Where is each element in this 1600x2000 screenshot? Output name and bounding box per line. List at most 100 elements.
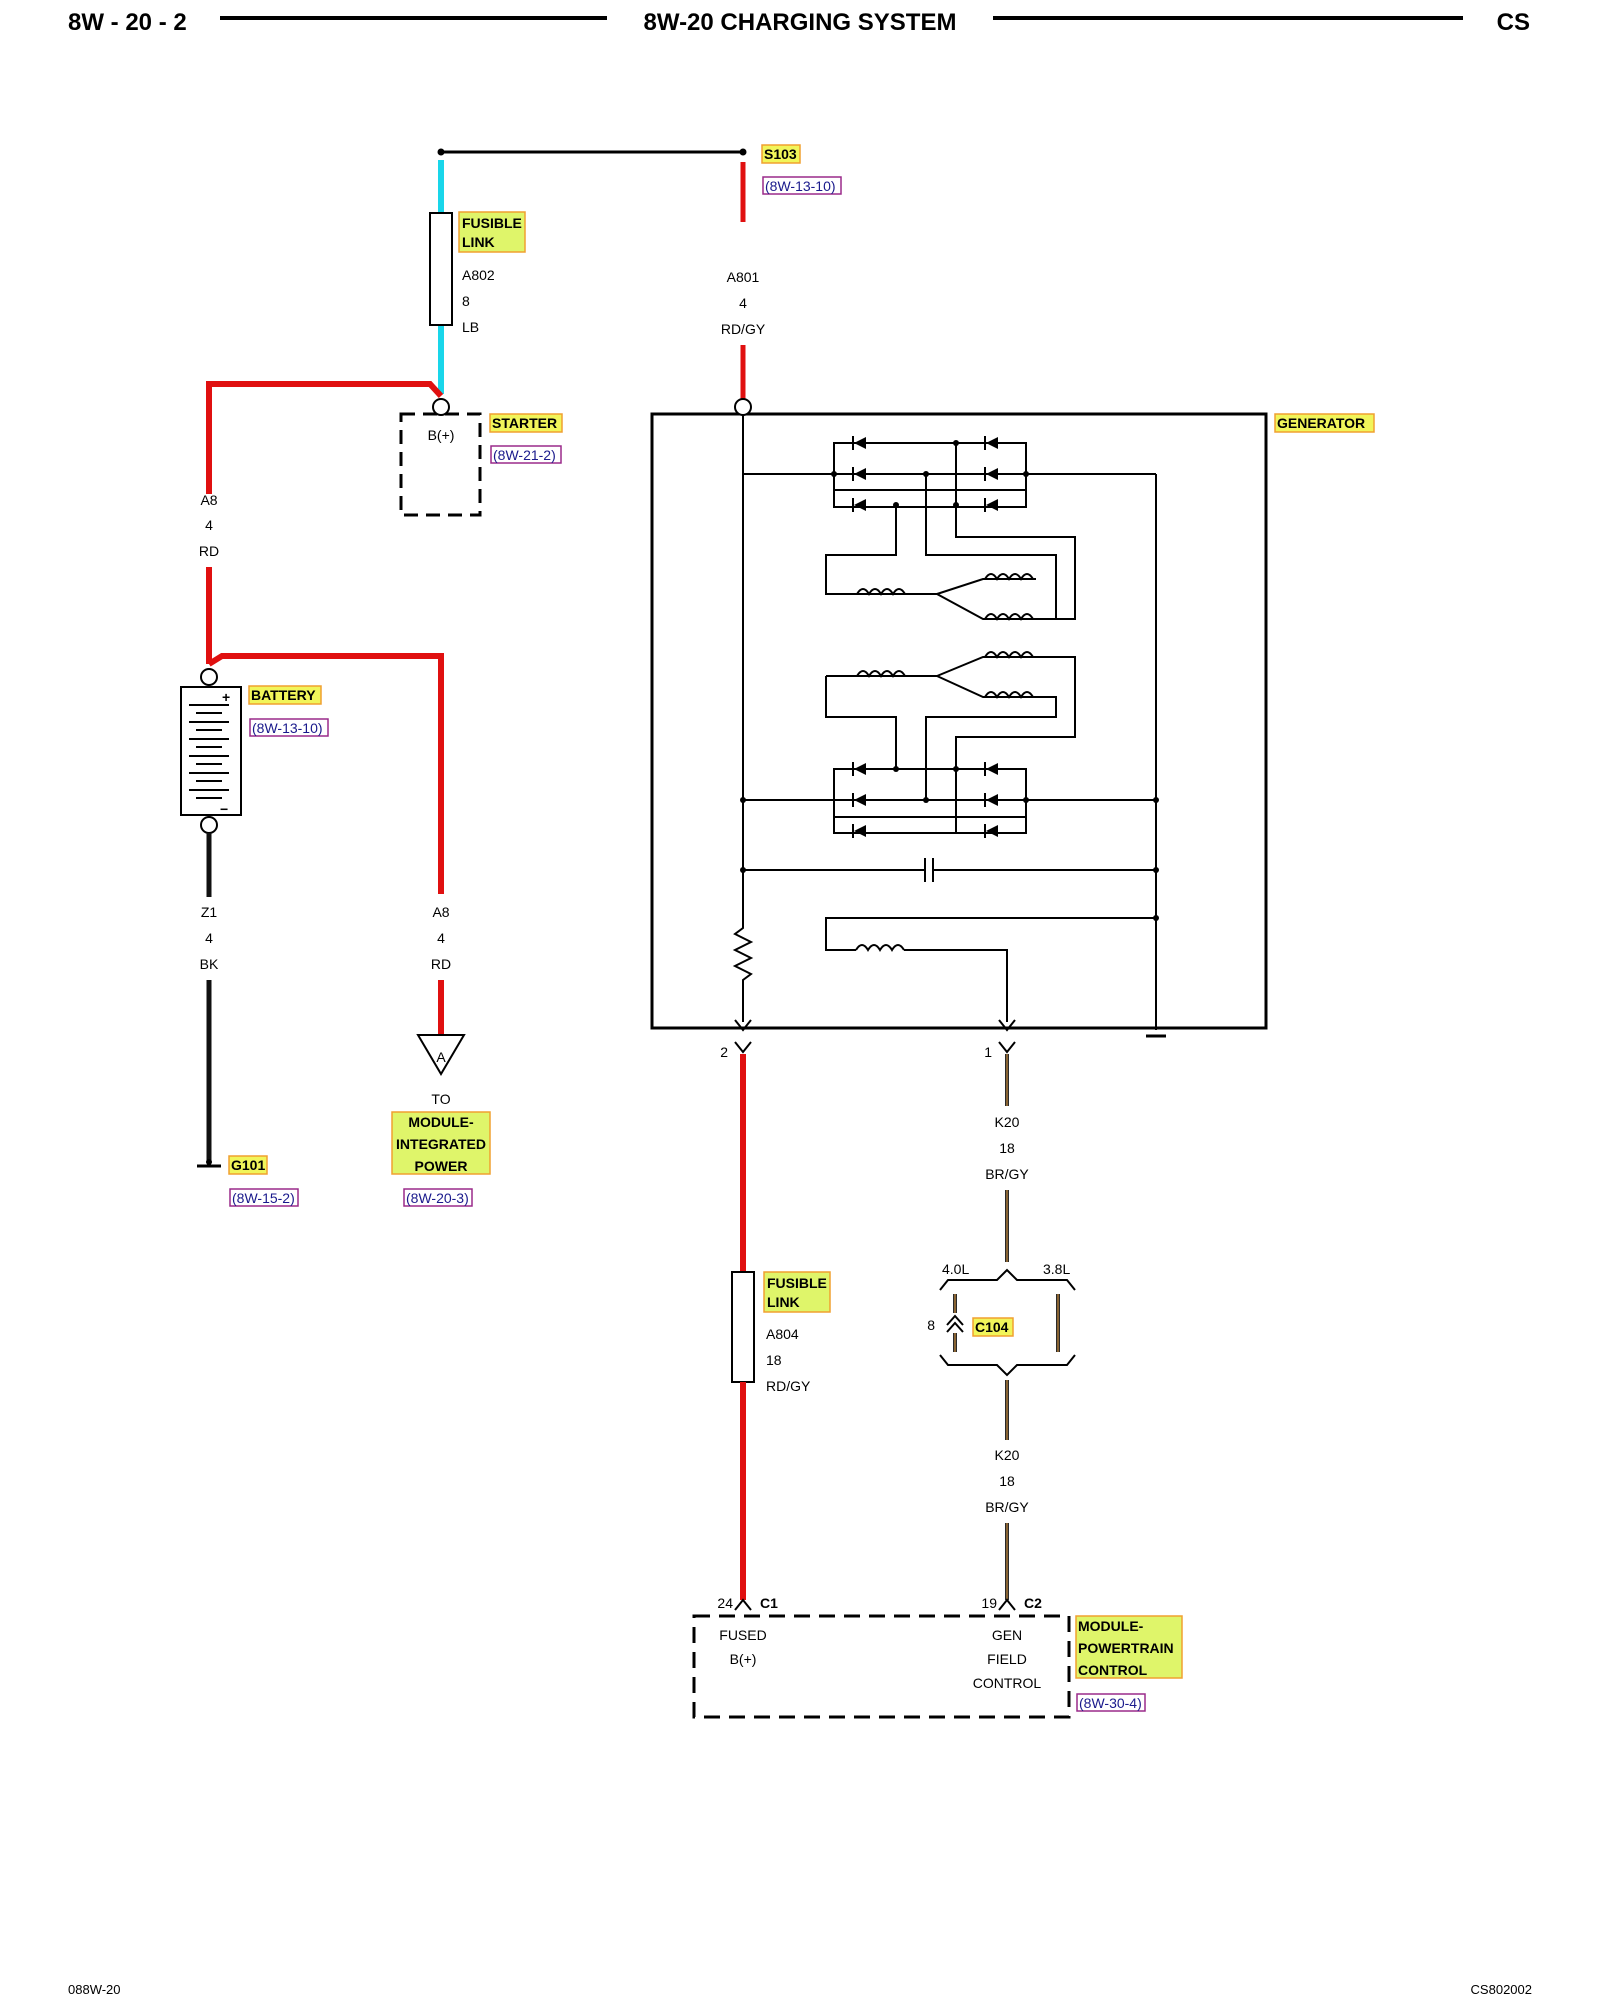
pcm-pin-19: 19 [981,1595,997,1611]
fusible-link-2-line1: FUSIBLE [767,1275,827,1291]
wire-a801-circuit: A801 [727,269,760,285]
battery-plus: + [222,689,230,705]
gen-pin-1-label: 1 [984,1044,992,1060]
starter-tag-bg [489,413,563,433]
starter-ref[interactable]: (8W-21-2) [493,447,556,463]
g101-ref[interactable]: (8W-15-2) [232,1190,295,1206]
generator-pin-2-arrow [734,1019,752,1032]
pcm-tag-line3: CONTROL [1078,1662,1148,1678]
battery-positive-terminal[interactable] [200,668,218,686]
fusible-link-2-circuit: A804 [766,1326,799,1342]
pcm-box [692,1614,1071,1719]
g101-ref-box [229,1188,299,1207]
starter-terminal[interactable] [432,398,450,416]
splice-node-left [437,148,445,156]
wire-a8-top-circuit: A8 [200,492,217,508]
fusible-link-1-tag-bg [458,211,526,253]
capacitor-symbol [740,858,1159,882]
wire-a8-top-color: RD [199,543,219,559]
pcm-block [692,1598,1071,1719]
c104-tag: C104 [975,1319,1009,1335]
generator-tag: GENERATOR [1277,415,1365,431]
wire-k20-bottom-color: BR/GY [985,1499,1029,1515]
fusible-link-2-line2: LINK [767,1294,800,1310]
ground-g101-symbol [197,1159,221,1168]
g101-tag-bg [228,1155,268,1175]
wire-a8-bottom-label-gap [425,902,457,980]
page-number: 8W - 20 - 2 [68,9,187,36]
wire-a8-bottom-circuit: A8 [432,904,449,920]
module-ipm-ref[interactable]: (8W-20-3) [406,1190,469,1206]
s103-ref-box [762,176,842,195]
battery-negative-terminal[interactable] [200,816,218,834]
top-feed [429,148,747,400]
fusible-link-a804 [731,1271,755,1383]
generator-block [650,398,1268,1038]
rectifier-bridge-upper [831,436,1029,512]
pcm-ref[interactable]: (8W-30-4) [1079,1695,1142,1711]
starter-tag: STARTER [492,415,557,431]
generator-box [650,412,1268,1030]
footer-left: 088W-20 [68,1982,121,1997]
wire-a8-bottom-gauge: 4 [437,930,445,946]
c104-tag-bg [972,1317,1014,1337]
gen-connector-pin-2[interactable] [734,1041,752,1054]
pcm-pin-24: 24 [717,1595,733,1611]
battery-minus: − [220,801,228,817]
starter-ref-box [490,445,562,464]
pcm-tag-line1: MODULE- [1078,1618,1144,1634]
wire-k20-top-circuit: K20 [995,1114,1020,1130]
fusible-link-1-circuit: A802 [462,267,495,283]
wire-k20-top-color: BR/GY [985,1166,1029,1182]
wire-a8-bottom-color: RD [431,956,451,972]
rectifier-bridge-lower [740,762,1159,838]
pcm-conn-c2: C2 [1024,1595,1042,1611]
field-winding [825,915,1159,1022]
page-header: 8W - 20 - 2 8W-20 CHARGING SYSTEM CS [68,9,1530,36]
module-ipm-tag-bg [391,1111,491,1175]
wire-k20-bottom-gauge: 18 [999,1473,1015,1489]
battery-box [180,686,242,816]
g101-tag: G101 [231,1157,265,1173]
generator-tag-bg [1274,413,1375,433]
module-ipm-ref-box [403,1188,473,1207]
section-code: CS [1497,9,1530,36]
battery-ref-box [249,718,329,737]
page-title: 8W-20 CHARGING SYSTEM [644,9,957,36]
wire-z1-gauge: 4 [205,930,213,946]
pcm-fused-line2: B(+) [730,1651,757,1667]
s103-tag: S103 [764,146,797,162]
pcm-gen-line3: CONTROL [973,1675,1042,1691]
fusible-link-2-tag-bg [763,1271,831,1313]
c104-pin: 8 [927,1317,935,1333]
module-ipm-line2: INTEGRATED [396,1136,486,1152]
module-ipm-line1: MODULE- [408,1114,474,1130]
gen-connector-pin-1[interactable] [998,1041,1016,1054]
generator-pin-1-arrow [998,1019,1016,1032]
battery-ref[interactable]: (8W-13-10) [252,720,323,736]
battery-block: + − [180,653,444,894]
wire-a8-top-gauge: 4 [205,517,213,533]
wire-k20-bottom-circuit: K20 [995,1447,1020,1463]
splice-node-right [739,148,747,156]
wire-a801-color: RD/GY [721,321,766,337]
generator-battery-terminal[interactable] [734,398,752,416]
connector-a-to: TO [431,1091,450,1107]
s103-tag-bg [761,144,801,164]
pcm-gen-line1: GEN [992,1627,1022,1643]
connector-a-letter: A [436,1049,446,1065]
wire-a8-battery-to-a [207,653,444,894]
starter-block: B(+) [206,381,482,517]
footer-right: CS802002 [1471,1982,1532,1997]
pcm-pin-19-symbol[interactable] [998,1598,1016,1611]
pcm-pin-24-symbol[interactable] [734,1598,752,1611]
connector-a-triangle[interactable] [416,1034,466,1076]
c104-connector-symbol[interactable] [945,1313,965,1333]
wire-k20-top-gauge: 18 [999,1140,1015,1156]
s103-ref[interactable]: (8W-13-10) [765,178,836,194]
fusible-link-1-line1: FUSIBLE [462,215,522,231]
pcm-tag-line2: POWERTRAIN [1078,1640,1174,1656]
fusible-link-1-line2: LINK [462,234,495,250]
stator-windings-upper [825,474,1076,621]
